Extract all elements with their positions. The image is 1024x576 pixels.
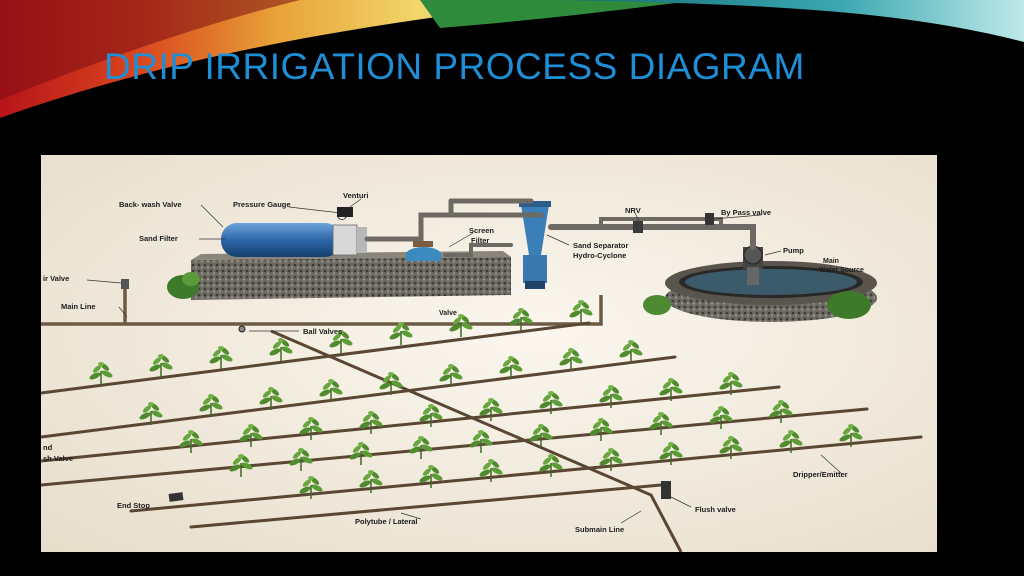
- bush-right: [827, 291, 871, 319]
- green-swoosh: [420, 0, 700, 28]
- label-venturi: Venturi: [343, 191, 368, 200]
- pump: [743, 245, 763, 285]
- label-valve: Valve: [439, 310, 457, 317]
- water-source: [665, 261, 877, 322]
- sand-filter-tank: [221, 223, 367, 257]
- label-water-source-1: Main: [823, 258, 839, 265]
- label-polytube-lateral: Polytube / Lateral: [355, 517, 418, 526]
- teal-swoosh: [560, 0, 1024, 42]
- label-dripper-emitter: Dripper/Emitter: [793, 470, 848, 479]
- dark-swoosh: [0, 0, 300, 100]
- label-ball-valves: Ball Valves: [303, 327, 342, 336]
- main-pipework: [364, 198, 756, 257]
- polytube-laterals: [41, 321, 923, 529]
- label-pump: Pump: [783, 246, 804, 255]
- header-decoration: [0, 0, 1024, 118]
- label-water-source-2: Water Source: [819, 267, 864, 274]
- leader-lines: [86, 198, 842, 524]
- irrigation-diagram-drawing: Back- wash Valve Pressure Gauge Venturi …: [41, 155, 937, 552]
- label-screen-filter-2: Filter: [471, 236, 489, 245]
- filter-platform: [191, 257, 511, 300]
- slide-title: DRIP IRRIGATION PROCESS DIAGRAM: [104, 46, 805, 87]
- label-main-line: Main Line: [61, 302, 96, 311]
- label-flush-valve-left-2: sh Valve: [43, 454, 73, 463]
- flush-valve: [661, 481, 671, 499]
- main-line: [41, 283, 603, 326]
- label-flush-valve-left-1: nd: [43, 443, 53, 452]
- labels: Back- wash Valve Pressure Gauge Venturi …: [43, 191, 864, 534]
- label-back-wash-valve: Back- wash Valve: [119, 200, 182, 209]
- screen-filter: [406, 247, 441, 261]
- label-screen-filter-1: Screen: [469, 226, 494, 235]
- irrigation-diagram: Back- wash Valve Pressure Gauge Venturi …: [41, 155, 937, 552]
- label-nrv: NRV: [625, 206, 641, 215]
- by-pass-valve: [705, 213, 714, 225]
- end-stop: [168, 492, 184, 502]
- label-pressure-gauge: Pressure Gauge: [233, 200, 291, 209]
- label-submain-line: Submain Line: [575, 525, 624, 534]
- nrv: [633, 221, 643, 233]
- label-sand-filter: Sand Filter: [139, 234, 178, 243]
- venturi: [337, 207, 353, 217]
- label-air-valve: ir Valve: [43, 274, 69, 283]
- label-end-stop: End Stop: [117, 501, 150, 510]
- diagram-background: [41, 155, 937, 552]
- label-by-pass-valve: By Pass valve: [721, 208, 771, 217]
- air-valve: [121, 279, 129, 289]
- label-flush-valve: Flush valve: [695, 505, 736, 514]
- label-sand-separator-2: Hydro-Cyclone: [573, 251, 626, 260]
- ball-valve-marker: [238, 325, 246, 333]
- label-sand-separator-1: Sand Separator: [573, 241, 629, 250]
